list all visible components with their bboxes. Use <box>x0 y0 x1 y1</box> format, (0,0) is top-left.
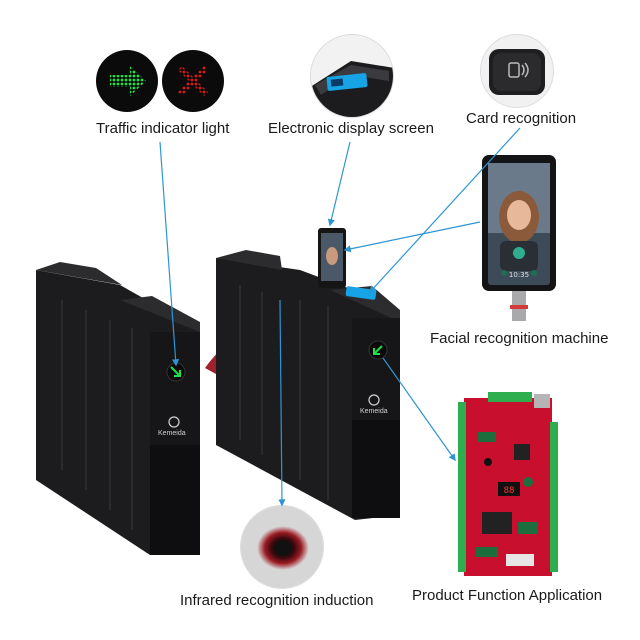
facial-machine-label: Facial recognition machine <box>430 330 609 347</box>
right-gate-unit <box>216 228 400 520</box>
infrared-sensor-zoom-icon <box>240 505 324 589</box>
product-function-label: Product Function Application <box>412 587 603 604</box>
terminal-time-text: 10:35 <box>508 271 530 279</box>
facial-recognition-terminal: 10:35 <box>482 155 556 321</box>
left-gate-brand-text: Kemeida <box>158 430 186 437</box>
display-screen-zoom-icon <box>310 34 394 118</box>
left-gate-unit <box>36 262 200 555</box>
card-recognition-zoom-icon <box>480 34 554 108</box>
traffic-indicator-label: Traffic indicator light <box>96 120 230 137</box>
right-gate-brand-text: Kemeida <box>360 408 388 415</box>
display-screen-label: Electronic display screen <box>268 120 434 137</box>
red-cross-indicator-icon <box>162 50 224 112</box>
control-circuit-board: 88 <box>458 392 558 582</box>
svg-text:88: 88 <box>504 486 515 496</box>
green-arrow-indicator-icon <box>96 50 158 112</box>
infrared-label: Infrared recognition induction <box>180 592 374 609</box>
card-recognition-label: Card recognition <box>466 110 577 127</box>
